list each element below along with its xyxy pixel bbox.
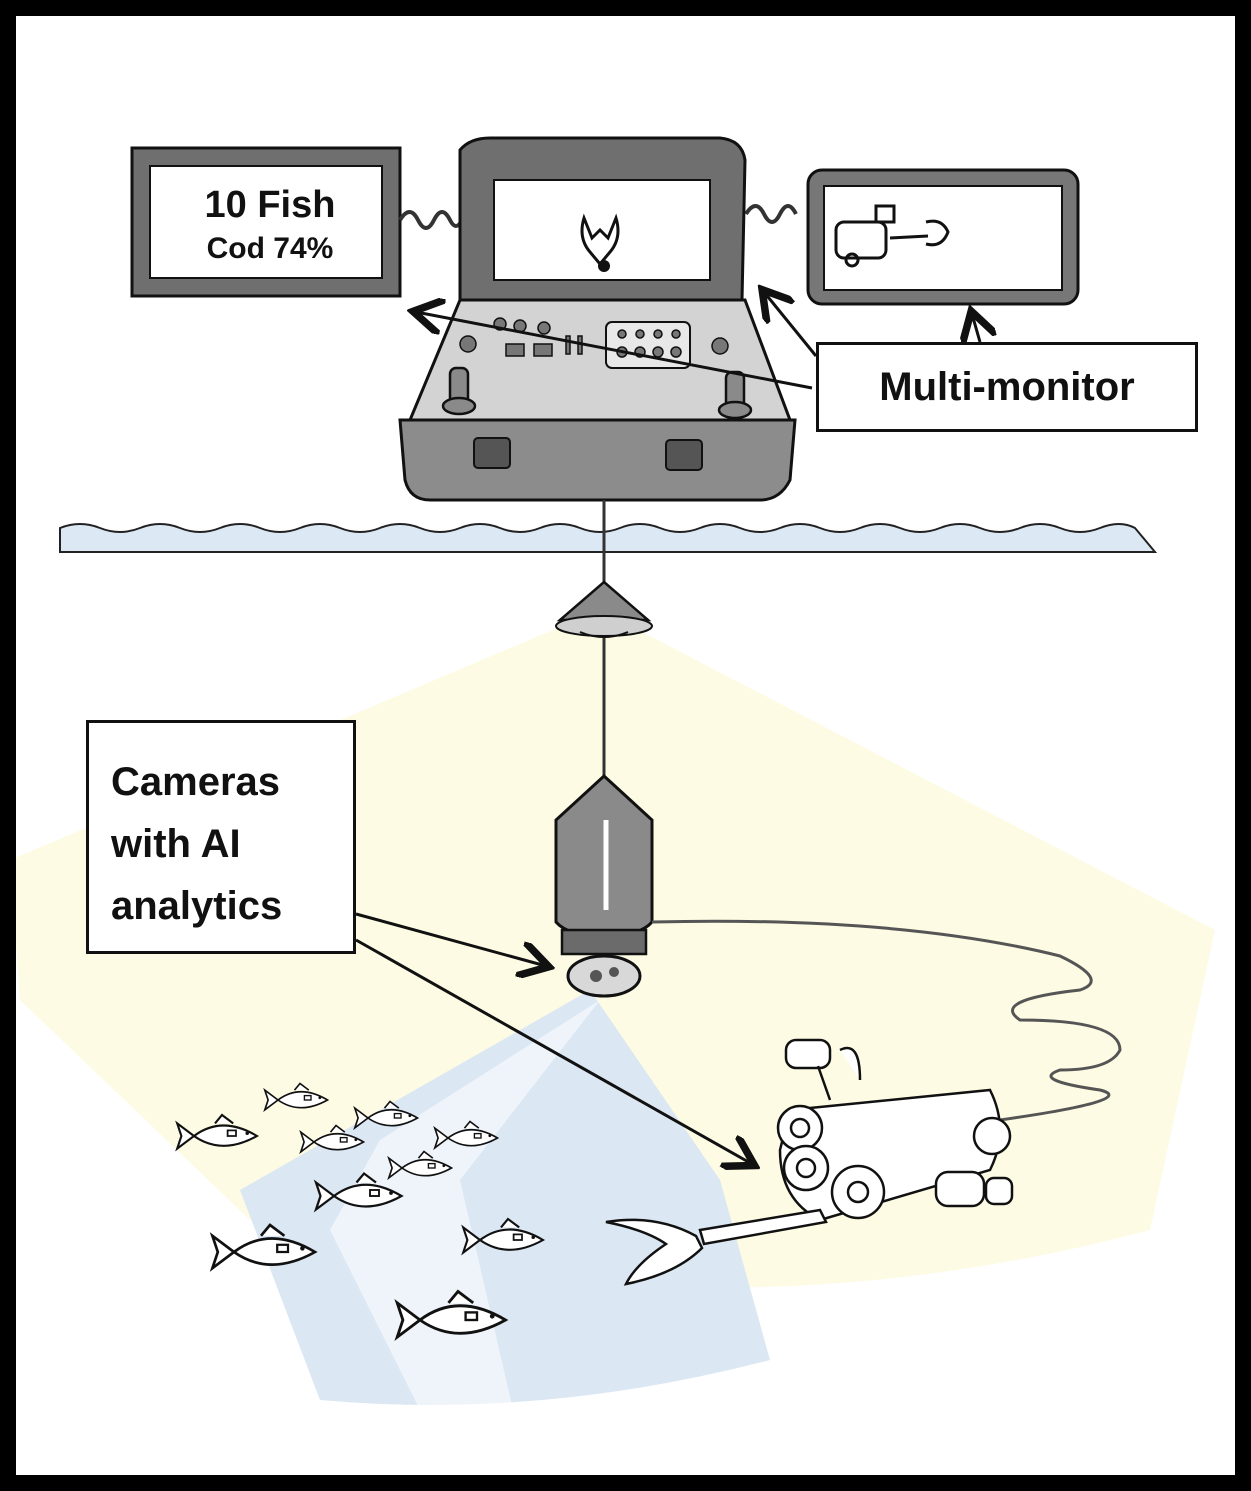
- fish-icon: [299, 1124, 366, 1155]
- arrow-to-camera: [355, 912, 546, 966]
- fish-icon: [433, 1120, 500, 1151]
- camera-pod: [554, 773, 654, 998]
- cable-right: [744, 204, 798, 224]
- rov-cable: [651, 919, 1122, 1122]
- diagram-svg: [16, 136, 1215, 1440]
- monitor-right: [806, 168, 1080, 306]
- camera-beam-inner: [330, 1000, 600, 1440]
- fish-icon: [353, 1100, 420, 1131]
- fish-icon: [313, 1171, 404, 1213]
- cameras-ai-label: Cameras with AI analytics: [86, 720, 356, 954]
- arrow-to-rov: [355, 938, 752, 1164]
- fish-school: [175, 1082, 546, 1341]
- lamp: [555, 580, 653, 638]
- gripper-icon: [580, 213, 620, 267]
- monitor-left: [130, 146, 402, 298]
- multi-monitor-label: Multi-monitor: [816, 342, 1198, 432]
- cameras-line2: with AI: [111, 822, 241, 866]
- cameras-line3: analytics: [111, 884, 283, 928]
- fish-icon: [461, 1217, 546, 1256]
- arrow-to-center-monitor: [764, 292, 818, 357]
- multi-monitor-text: Multi-monitor: [879, 364, 1135, 409]
- control-console: [398, 136, 797, 502]
- fish-icon: [263, 1082, 330, 1113]
- cameras-line1: Cameras: [111, 760, 281, 804]
- fish-icon: [209, 1223, 318, 1272]
- rov-thumbnail-icon: [834, 204, 950, 268]
- diagram-canvas: 10 Fish Cod 74% Multi-monitor Cameras wi…: [16, 16, 1235, 1475]
- fish-count-text: 10 Fish: [204, 184, 336, 226]
- joystick-left: [441, 366, 477, 416]
- fish-icon: [175, 1113, 260, 1152]
- cable-left: [398, 210, 464, 230]
- rov-robot: [605, 1038, 1014, 1286]
- water-surface: [59, 523, 1158, 553]
- arrow-to-right-monitor: [972, 314, 980, 342]
- arrow-to-left-monitor: [416, 312, 813, 390]
- fish-icon: [387, 1150, 454, 1181]
- fish-icon: [394, 1289, 509, 1341]
- cod-percentage-text: Cod 74%: [206, 232, 334, 265]
